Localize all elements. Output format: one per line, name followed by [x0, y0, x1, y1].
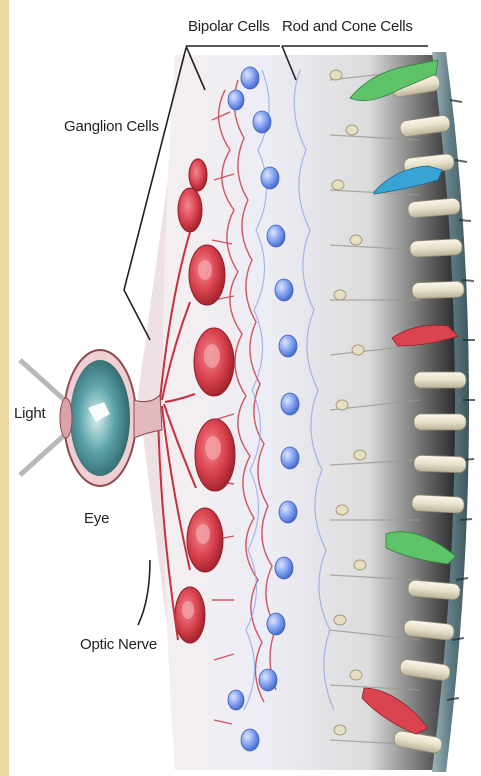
bipolar-cells-label: Bipolar Cells [188, 18, 270, 35]
eye-cornea [60, 398, 72, 438]
light-ray-upper [20, 360, 70, 405]
rod-cone-cells-label: Rod and Cone Cells [282, 18, 413, 35]
ganglion-cells-label: Ganglion Cells [64, 118, 159, 135]
optic-nerve-label: Optic Nerve [80, 636, 157, 653]
optic-nerve-leader [138, 560, 150, 625]
eye-label: Eye [84, 510, 109, 527]
light-label: Light [14, 405, 46, 422]
light-ray-lower [20, 430, 70, 475]
